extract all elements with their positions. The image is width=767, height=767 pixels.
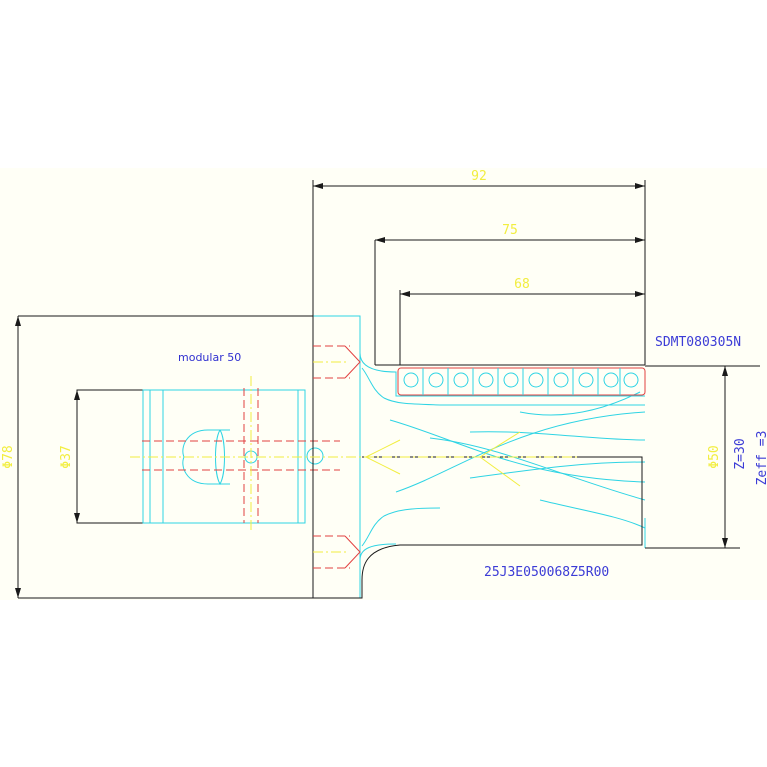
insert-row [397, 367, 646, 396]
tool-code-label: 25J3E050068Z5R00 [484, 565, 609, 580]
dimension-diameter-50: Φ50 [707, 445, 722, 468]
dimension-total-length: 92 [471, 169, 487, 184]
dimension-lines [17, 180, 760, 598]
drawing-sheet [0, 168, 767, 600]
dimension-diameter-37: Φ37 [59, 445, 74, 468]
insert-code-label: SDMT080305N [655, 335, 741, 350]
dimension-diameter-78: Φ78 [1, 445, 16, 468]
dimension-length-75: 75 [502, 223, 518, 238]
modular-label: modular 50 [178, 351, 241, 364]
effective-teeth-label: Zeff =3 [755, 431, 767, 486]
dimension-length-68: 68 [514, 277, 530, 292]
teeth-count-label: Z=30 [733, 438, 748, 469]
center-lines [130, 376, 580, 530]
dimension-arrows [15, 183, 728, 598]
